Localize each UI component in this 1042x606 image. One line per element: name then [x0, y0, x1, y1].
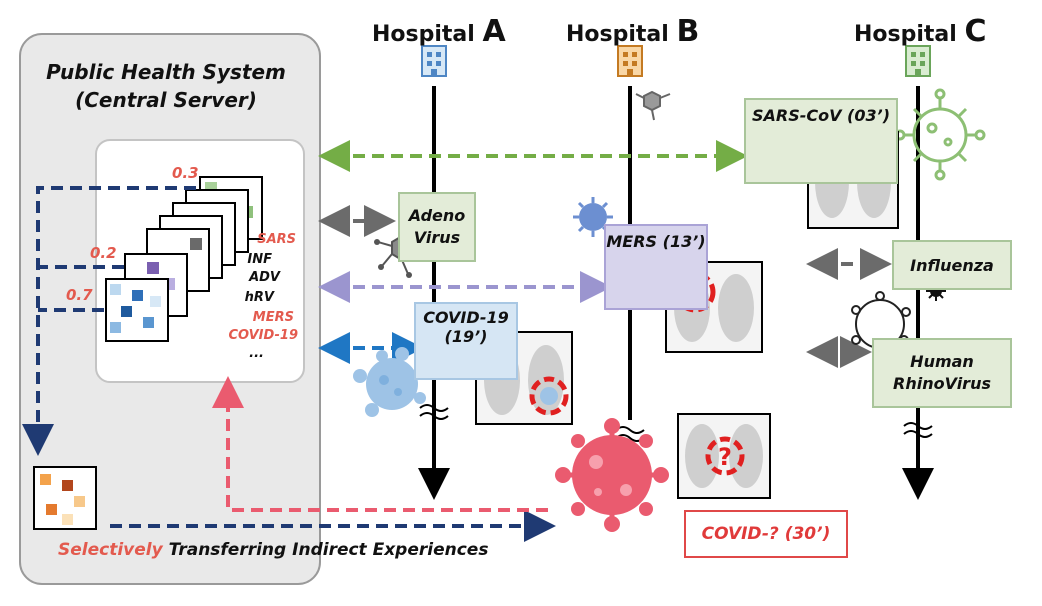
central-server-title: Public Health System (Central Server)	[46, 60, 286, 112]
selected-model	[33, 466, 97, 530]
new-covid-lung-scan: ?	[677, 413, 771, 499]
sars-box: SARS-CoV (03’)	[744, 98, 898, 184]
feedback-arrow	[212, 376, 548, 512]
covid19-virus-icon	[353, 347, 426, 417]
weight-mers: 0.2	[90, 244, 117, 262]
sars-virus-icon	[894, 88, 986, 181]
caption: Selectively Transferring Indirect Experi…	[58, 540, 489, 560]
hospital-a-header: Hospital A	[372, 14, 506, 49]
disease-label-covid19: COVID-19	[228, 328, 298, 343]
small-virus-icon	[635, 90, 671, 121]
weight-connectors	[22, 186, 556, 542]
hospital-c-icon	[905, 45, 931, 77]
new-covid-box: COVID-? (30’)	[684, 510, 848, 558]
hospital-b-header: Hospital B	[566, 14, 700, 49]
disease-label-hrv: hRV	[244, 290, 274, 305]
weight-covid19: 0.7	[66, 286, 93, 304]
disease-label-sars: SARS	[257, 232, 296, 247]
mers-box: MERS (13’)	[604, 224, 708, 310]
hospital-b-icon	[617, 45, 643, 77]
influenza-box: Influenza	[892, 240, 1012, 290]
mers-virus-icon	[573, 197, 613, 237]
weight-sars: 0.3	[172, 164, 199, 182]
disease-label-more: ...	[249, 346, 264, 361]
disease-label-inf: INF	[247, 252, 272, 267]
disease-label-adv: ADV	[249, 270, 280, 285]
disease-label-mers: MERS	[252, 310, 294, 325]
covid19-box: COVID-19 (19’)	[414, 302, 518, 380]
model-stack	[105, 176, 263, 342]
exchange-arrows	[318, 140, 892, 368]
hospital-c-header: Hospital C	[854, 14, 987, 49]
timeline-break-marks	[419, 404, 933, 442]
hospital-a-icon	[421, 45, 447, 77]
new-covid-virus-icon	[555, 418, 669, 532]
svg-text:?: ?	[718, 443, 732, 471]
